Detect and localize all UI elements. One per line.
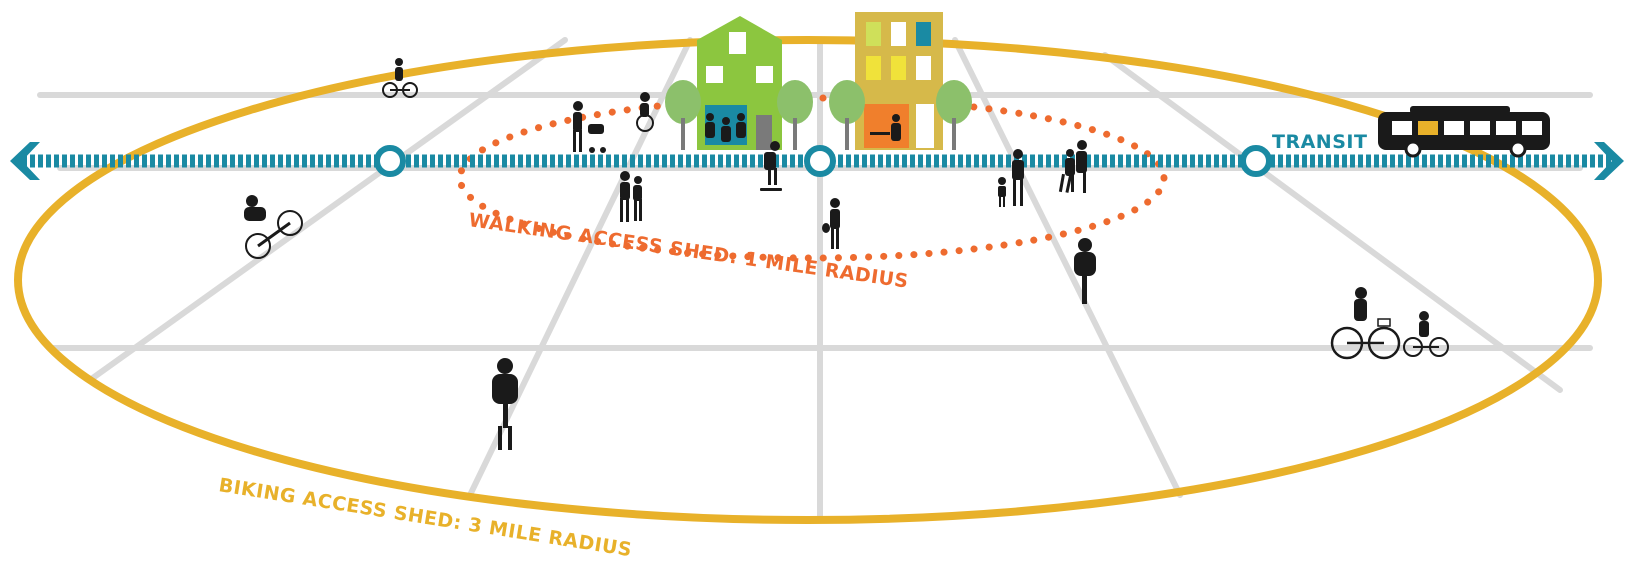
biking-access-shed-ring bbox=[14, 36, 1602, 524]
person-icon bbox=[573, 101, 606, 153]
bus-icon bbox=[1378, 106, 1550, 158]
transit-label: TRANSIT bbox=[1272, 131, 1367, 153]
person-icon bbox=[870, 114, 901, 141]
person-icon bbox=[998, 149, 1024, 207]
walking-access-shed-ring bbox=[456, 94, 1168, 262]
cyclist-icon bbox=[492, 358, 518, 450]
person-icon bbox=[1058, 140, 1087, 193]
arrow-right-icon bbox=[1594, 142, 1624, 180]
cyclist-icon bbox=[382, 58, 418, 98]
cyclist-icon bbox=[244, 195, 303, 259]
walking-shed-label: WALKING ACCESS SHED: 1 MILE RADIUS bbox=[467, 209, 910, 293]
tree-icon bbox=[777, 80, 813, 150]
street-grid bbox=[37, 37, 1593, 523]
person-icon bbox=[760, 141, 782, 191]
station-ring-icon bbox=[1240, 145, 1272, 177]
cyclist-icon bbox=[1403, 311, 1449, 357]
person-icon bbox=[636, 92, 654, 132]
transit-line bbox=[10, 142, 1624, 180]
person-icon bbox=[705, 113, 746, 142]
tree-icon bbox=[936, 80, 972, 150]
station-ring-icon bbox=[804, 145, 836, 177]
person-icon bbox=[822, 198, 840, 249]
tree-icon bbox=[829, 80, 865, 150]
cyclist-icon bbox=[1074, 238, 1096, 304]
tree-icon bbox=[665, 80, 701, 150]
station-ring-icon bbox=[374, 145, 406, 177]
cyclist-icon bbox=[1330, 287, 1401, 360]
person-icon bbox=[620, 171, 642, 222]
arrow-left-icon bbox=[10, 142, 40, 180]
